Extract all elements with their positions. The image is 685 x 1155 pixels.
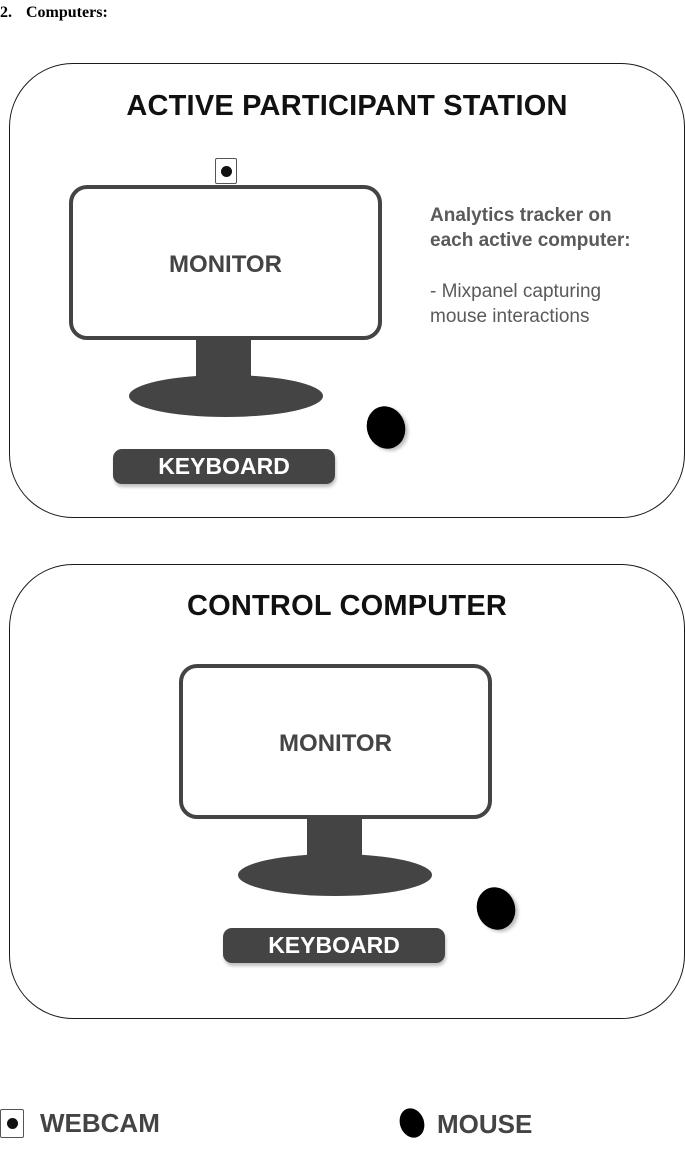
active-keyboard: KEYBOARD [113,449,335,484]
analytics-note-line-3: - Mixpanel capturing [430,281,602,302]
legend-webcam-label: WEBCAM [40,1108,160,1138]
legend-mouse-icon [395,1104,429,1142]
analytics-note: Analytics tracker on each active compute… [430,203,631,329]
analytics-note-line-4: mouse interactions [430,306,590,327]
legend-webcam-lens [6,1118,18,1129]
control-monitor-label: MONITOR [279,730,392,757]
control-computer-title: CONTROL COMPUTER [186,590,508,622]
active-monitor-stand-base [129,375,323,417]
analytics-note-line-1: Analytics tracker on [430,205,612,226]
analytics-note-spacer [430,253,631,279]
active-monitor-stand-neck [196,337,251,381]
section-number: 2. [0,4,12,21]
control-monitor-stand-base [238,854,432,896]
control-mouse-icon [470,881,522,936]
control-monitor: MONITOR [179,664,492,819]
legend-webcam-icon [0,1109,24,1138]
section-heading: 2. Computers: [0,4,108,22]
webcam-lens [220,165,232,177]
active-monitor-label: MONITOR [169,251,282,278]
section-title: Computers: [26,4,108,21]
active-station-panel: ACTIVE PARTICIPANT STATION MONITOR KEYBO… [9,63,685,518]
active-mouse-icon [360,400,412,455]
active-monitor: MONITOR [69,185,382,340]
control-monitor-stand-neck [307,816,362,860]
analytics-note-line-2: each active computer: [430,230,631,251]
webcam-icon [215,158,237,184]
active-station-title: ACTIVE PARTICIPANT STATION [126,90,568,122]
control-computer-panel: CONTROL COMPUTER MONITOR KEYBOARD [9,564,685,1019]
legend-mouse-label: MOUSE [437,1109,533,1139]
control-keyboard: KEYBOARD [223,928,445,963]
